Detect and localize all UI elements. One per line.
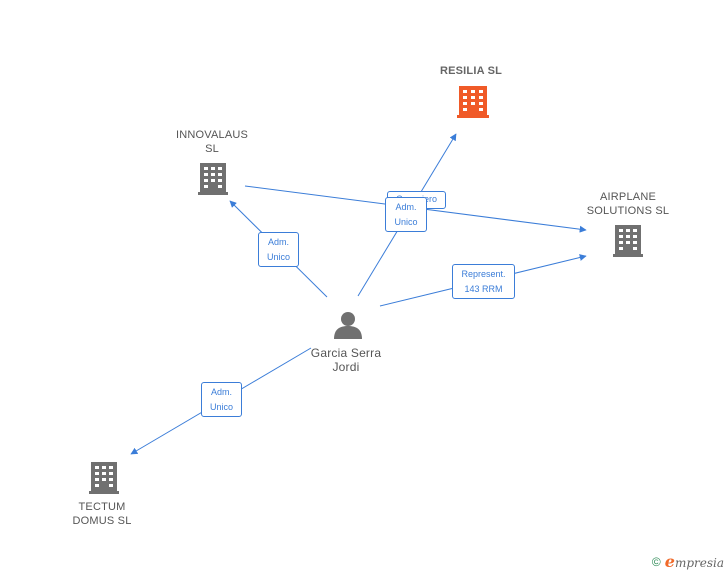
building-icon[interactable]: [89, 462, 119, 494]
edge-label-person-resilia: Adm. Unico: [385, 197, 427, 232]
edge-label-person-airplane: Represent. 143 RRM: [452, 264, 515, 299]
node-label-airplane[interactable]: AIRPLANE SOLUTIONS SL: [586, 191, 670, 217]
person-icon[interactable]: [334, 312, 362, 339]
brand-logo: empresia: [664, 552, 724, 571]
building-icon[interactable]: [613, 225, 643, 257]
node-label-innovalaus[interactable]: INNOVALAUS SL: [175, 129, 249, 155]
node-label-resilia[interactable]: RESILIA SL: [439, 65, 503, 77]
node-label-tectum[interactable]: TECTUM DOMUS SL: [72, 501, 132, 527]
node-label-person[interactable]: Garcia Serra Jordi: [310, 346, 382, 374]
footer-brand: © empresia: [652, 552, 724, 571]
building-icon[interactable]: [198, 163, 228, 195]
building-icon[interactable]: [457, 86, 489, 118]
copyright-icon: ©: [651, 554, 661, 569]
edge-label-person-tectum: Adm. Unico: [201, 382, 242, 417]
edge-label-person-innovalaus: Adm. Unico: [258, 232, 299, 267]
